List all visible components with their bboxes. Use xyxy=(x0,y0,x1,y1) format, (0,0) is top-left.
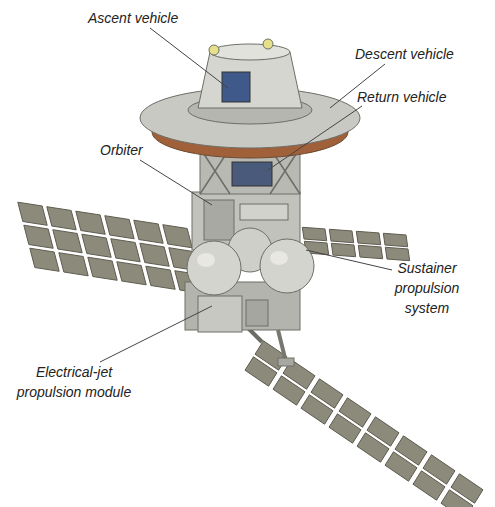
solar-cell xyxy=(146,266,175,289)
solar-cell xyxy=(30,248,59,271)
part-label: Orbiter xyxy=(100,140,170,160)
solar-cell xyxy=(24,225,53,248)
solar-cell xyxy=(358,245,382,258)
solar-cell xyxy=(356,231,380,244)
solar-cell xyxy=(111,239,140,262)
solar-cell xyxy=(134,220,163,243)
solar-cell xyxy=(140,243,169,266)
solar-cell xyxy=(163,225,192,248)
antenna xyxy=(263,39,273,49)
leader-line xyxy=(100,306,212,362)
part-label: Descent vehicle xyxy=(355,44,490,64)
orbiter-panel xyxy=(204,200,234,240)
solar-cell xyxy=(59,253,88,276)
part-label: Electrical-jet propulsion module xyxy=(16,362,132,402)
solar-cell xyxy=(301,395,333,424)
solar-cell xyxy=(88,257,117,280)
solar-cell xyxy=(385,452,417,481)
leader-lines xyxy=(100,28,392,362)
module-box xyxy=(246,300,268,326)
orbiter-panel xyxy=(240,204,288,220)
electrical-jet-module xyxy=(198,296,242,332)
solar-cell xyxy=(331,243,355,256)
solar-cell xyxy=(18,202,47,225)
tank-highlight xyxy=(270,251,288,265)
strut-foot xyxy=(278,358,294,366)
leader-line xyxy=(150,28,228,88)
solar-cell xyxy=(413,471,445,500)
propellant-tank xyxy=(187,241,241,295)
solar-cell xyxy=(105,216,134,239)
solar-cell xyxy=(117,262,146,285)
solar-cell xyxy=(47,207,76,230)
solar-cell xyxy=(76,211,105,234)
solar-cell xyxy=(357,433,389,462)
solar-cell xyxy=(329,229,353,242)
solar-cell xyxy=(441,490,473,507)
propellant-tank xyxy=(260,239,314,293)
part-label: Return vehicle xyxy=(357,87,487,107)
antenna xyxy=(209,45,219,55)
solar-cell xyxy=(385,247,409,260)
return-vehicle xyxy=(232,162,272,186)
support-strut xyxy=(278,330,286,362)
ascent-vehicle-top xyxy=(210,44,290,60)
part-label: Sustainer propulsion system xyxy=(384,258,470,318)
solar-cell xyxy=(273,376,305,405)
solar-panels xyxy=(18,202,483,507)
leader-line xyxy=(306,250,392,270)
solar-cell xyxy=(302,227,326,240)
solar-cell xyxy=(82,234,111,257)
part-label: Ascent vehicle xyxy=(88,8,218,28)
solar-cell xyxy=(329,414,361,443)
leader-line xyxy=(268,106,362,170)
leader-line xyxy=(140,160,212,205)
solar-cell xyxy=(53,230,82,253)
solar-cell xyxy=(245,357,277,386)
tank-highlight xyxy=(197,253,215,267)
solar-cell xyxy=(383,233,407,246)
